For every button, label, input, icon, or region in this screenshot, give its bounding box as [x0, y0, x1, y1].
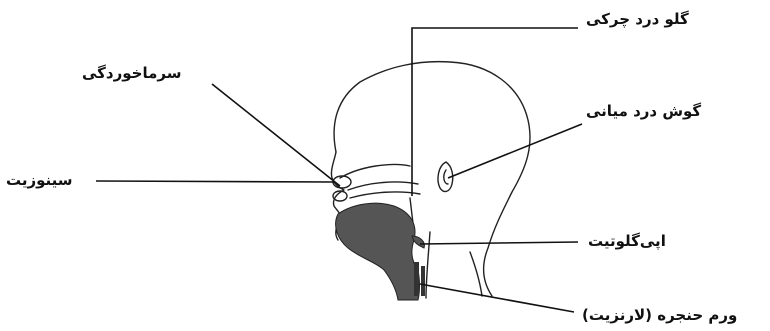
neck-back: [470, 252, 482, 296]
pointer-throat: [412, 28, 578, 196]
palate-top: [348, 182, 418, 190]
neck-front: [426, 232, 430, 298]
label-epiglottitis: اپی‌گلوتیت: [588, 234, 666, 249]
label-purulent-sore-throat: گلو درد چرکی: [586, 12, 689, 27]
label-laryngitis: ورم حنجره (لارنزیت): [582, 308, 737, 323]
larynx-shape-2: [421, 266, 425, 296]
label-middle-ear-pain: گوش درد میانی: [586, 104, 701, 119]
tongue-throat: [336, 203, 420, 300]
nasal-passage: [340, 165, 410, 179]
pointer-ear: [448, 124, 582, 178]
pointer-sinus: [96, 181, 334, 182]
pointer-cold: [212, 84, 340, 186]
pointer-epiglottis: [420, 242, 578, 244]
pointer-larynx: [420, 284, 574, 312]
palate-bottom: [350, 192, 420, 198]
ear-inner: [444, 170, 448, 184]
label-common-cold: سرماخوردگی: [82, 66, 181, 81]
head-outline: [334, 62, 530, 296]
larynx-shape: [414, 262, 419, 296]
label-sinusitis: سینوزیت: [6, 173, 73, 188]
